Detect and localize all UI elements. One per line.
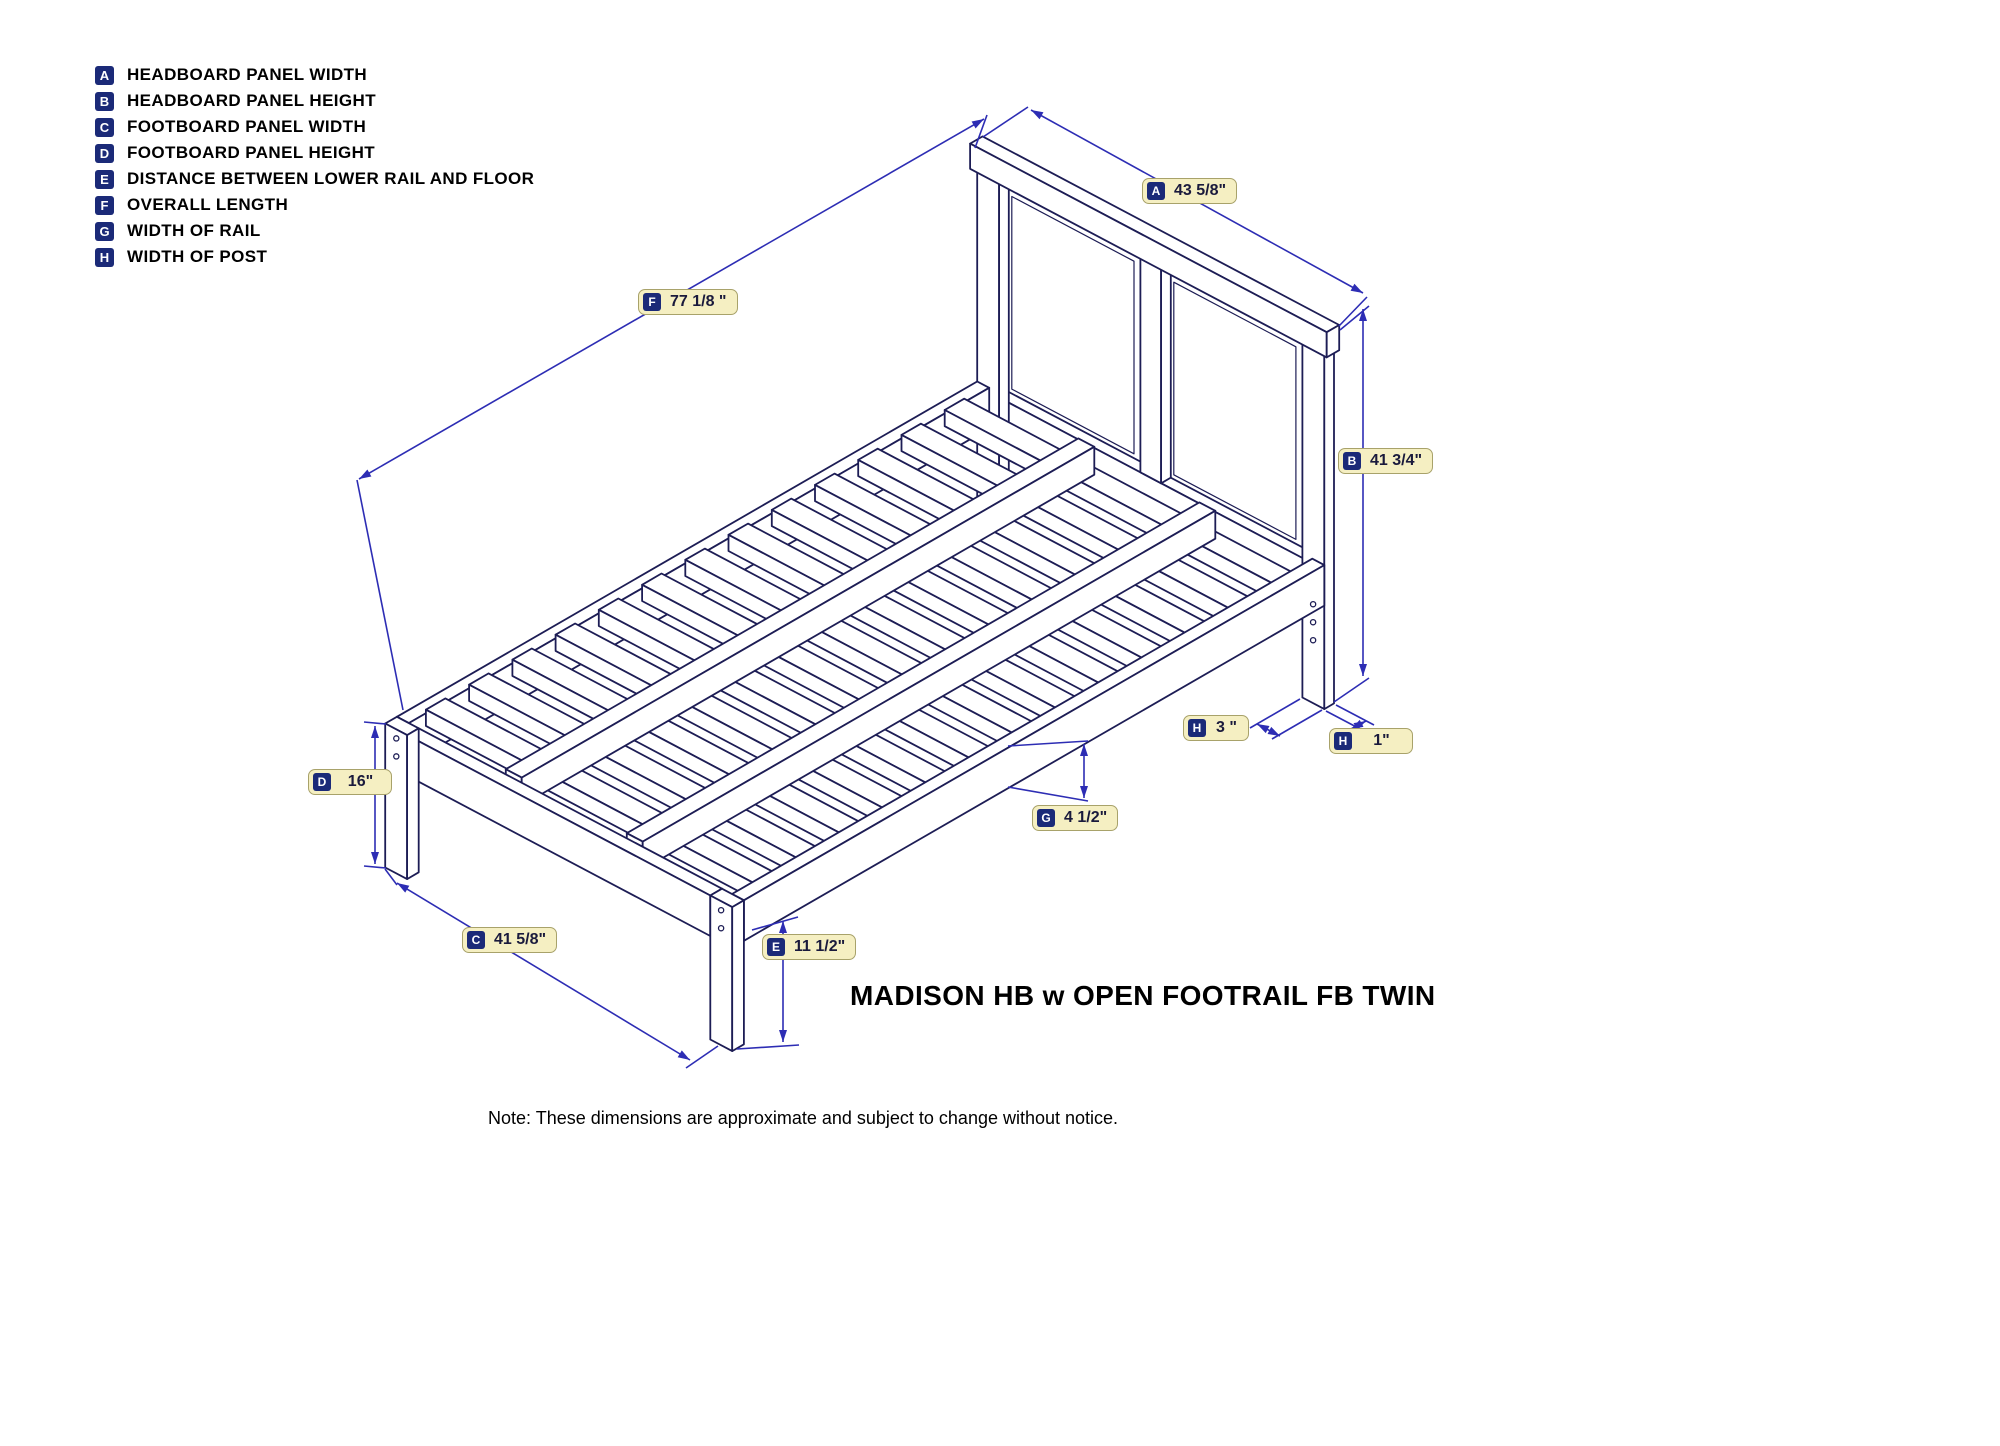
legend-item: B HEADBOARD PANEL HEIGHT bbox=[95, 88, 534, 114]
legend-item: H WIDTH OF POST bbox=[95, 244, 534, 270]
legend-item: E DISTANCE BETWEEN LOWER RAIL AND FLOOR bbox=[95, 166, 534, 192]
legend-label: WIDTH OF POST bbox=[127, 247, 268, 266]
callout-value: 11 1/2" bbox=[794, 938, 846, 955]
callout-d: D 16" bbox=[308, 769, 392, 795]
legend-label: FOOTBOARD PANEL WIDTH bbox=[127, 117, 367, 136]
callout-f: F 77 1/8 " bbox=[638, 289, 738, 315]
callout-value: 16" bbox=[347, 773, 374, 790]
legend-item: C FOOTBOARD PANEL WIDTH bbox=[95, 114, 534, 140]
callout-badge: E bbox=[767, 938, 785, 956]
legend-label: HEADBOARD PANEL HEIGHT bbox=[127, 91, 377, 110]
legend-label: HEADBOARD PANEL WIDTH bbox=[127, 65, 368, 84]
callout-e: E 11 1/2" bbox=[762, 934, 857, 960]
callout-h-1: H 1" bbox=[1329, 728, 1413, 754]
callout-badge: A bbox=[1147, 182, 1165, 200]
callout-badge: D bbox=[313, 773, 331, 791]
callout-badge: G bbox=[1037, 809, 1055, 827]
callout-a: A 43 5/8" bbox=[1142, 178, 1238, 204]
legend-badge: C bbox=[95, 117, 114, 137]
legend-item: G WIDTH OF RAIL bbox=[95, 218, 534, 244]
callout-badge: F bbox=[643, 293, 661, 311]
legend-badge: A bbox=[95, 65, 114, 85]
legend-label: OVERALL LENGTH bbox=[127, 195, 289, 214]
footnote: Note: These dimensions are approximate a… bbox=[488, 1108, 1119, 1128]
legend-badge: D bbox=[95, 143, 114, 163]
product-title: MADISON HB w OPEN FOOTRAIL FB TWIN bbox=[850, 980, 1436, 1011]
callout-badge: H bbox=[1188, 719, 1206, 737]
callout-c: C 41 5/8" bbox=[462, 927, 558, 953]
callout-value: 41 3/4" bbox=[1370, 452, 1423, 469]
callout-badge: B bbox=[1343, 452, 1361, 470]
callout-badge: H bbox=[1334, 732, 1352, 750]
legend-item: D FOOTBOARD PANEL HEIGHT bbox=[95, 140, 534, 166]
legend-label: DISTANCE BETWEEN LOWER RAIL AND FLOOR bbox=[127, 169, 535, 188]
callout-h-3: H 3 " bbox=[1183, 715, 1249, 741]
callout-value: 3 " bbox=[1216, 719, 1237, 736]
legend-badge: B bbox=[95, 91, 114, 111]
legend-badge: G bbox=[95, 221, 114, 241]
callout-value: 77 1/8 " bbox=[670, 293, 727, 310]
legend-badge: F bbox=[95, 195, 114, 215]
callout-value: 43 5/8" bbox=[1174, 182, 1227, 199]
callout-value: 1" bbox=[1373, 732, 1390, 749]
legend-badge: E bbox=[95, 169, 114, 189]
legend: A HEADBOARD PANEL WIDTH B HEADBOARD PANE… bbox=[95, 62, 534, 270]
callout-badge: C bbox=[467, 931, 485, 949]
legend-item: F OVERALL LENGTH bbox=[95, 192, 534, 218]
callout-g: G 4 1/2" bbox=[1032, 805, 1119, 831]
callout-value: 4 1/2" bbox=[1064, 809, 1108, 826]
legend-item: A HEADBOARD PANEL WIDTH bbox=[95, 62, 534, 88]
legend-label: WIDTH OF RAIL bbox=[127, 221, 261, 240]
callout-value: 41 5/8" bbox=[494, 931, 547, 948]
legend-badge: H bbox=[95, 247, 114, 267]
callout-b: B 41 3/4" bbox=[1338, 448, 1434, 474]
legend-label: FOOTBOARD PANEL HEIGHT bbox=[127, 143, 376, 162]
